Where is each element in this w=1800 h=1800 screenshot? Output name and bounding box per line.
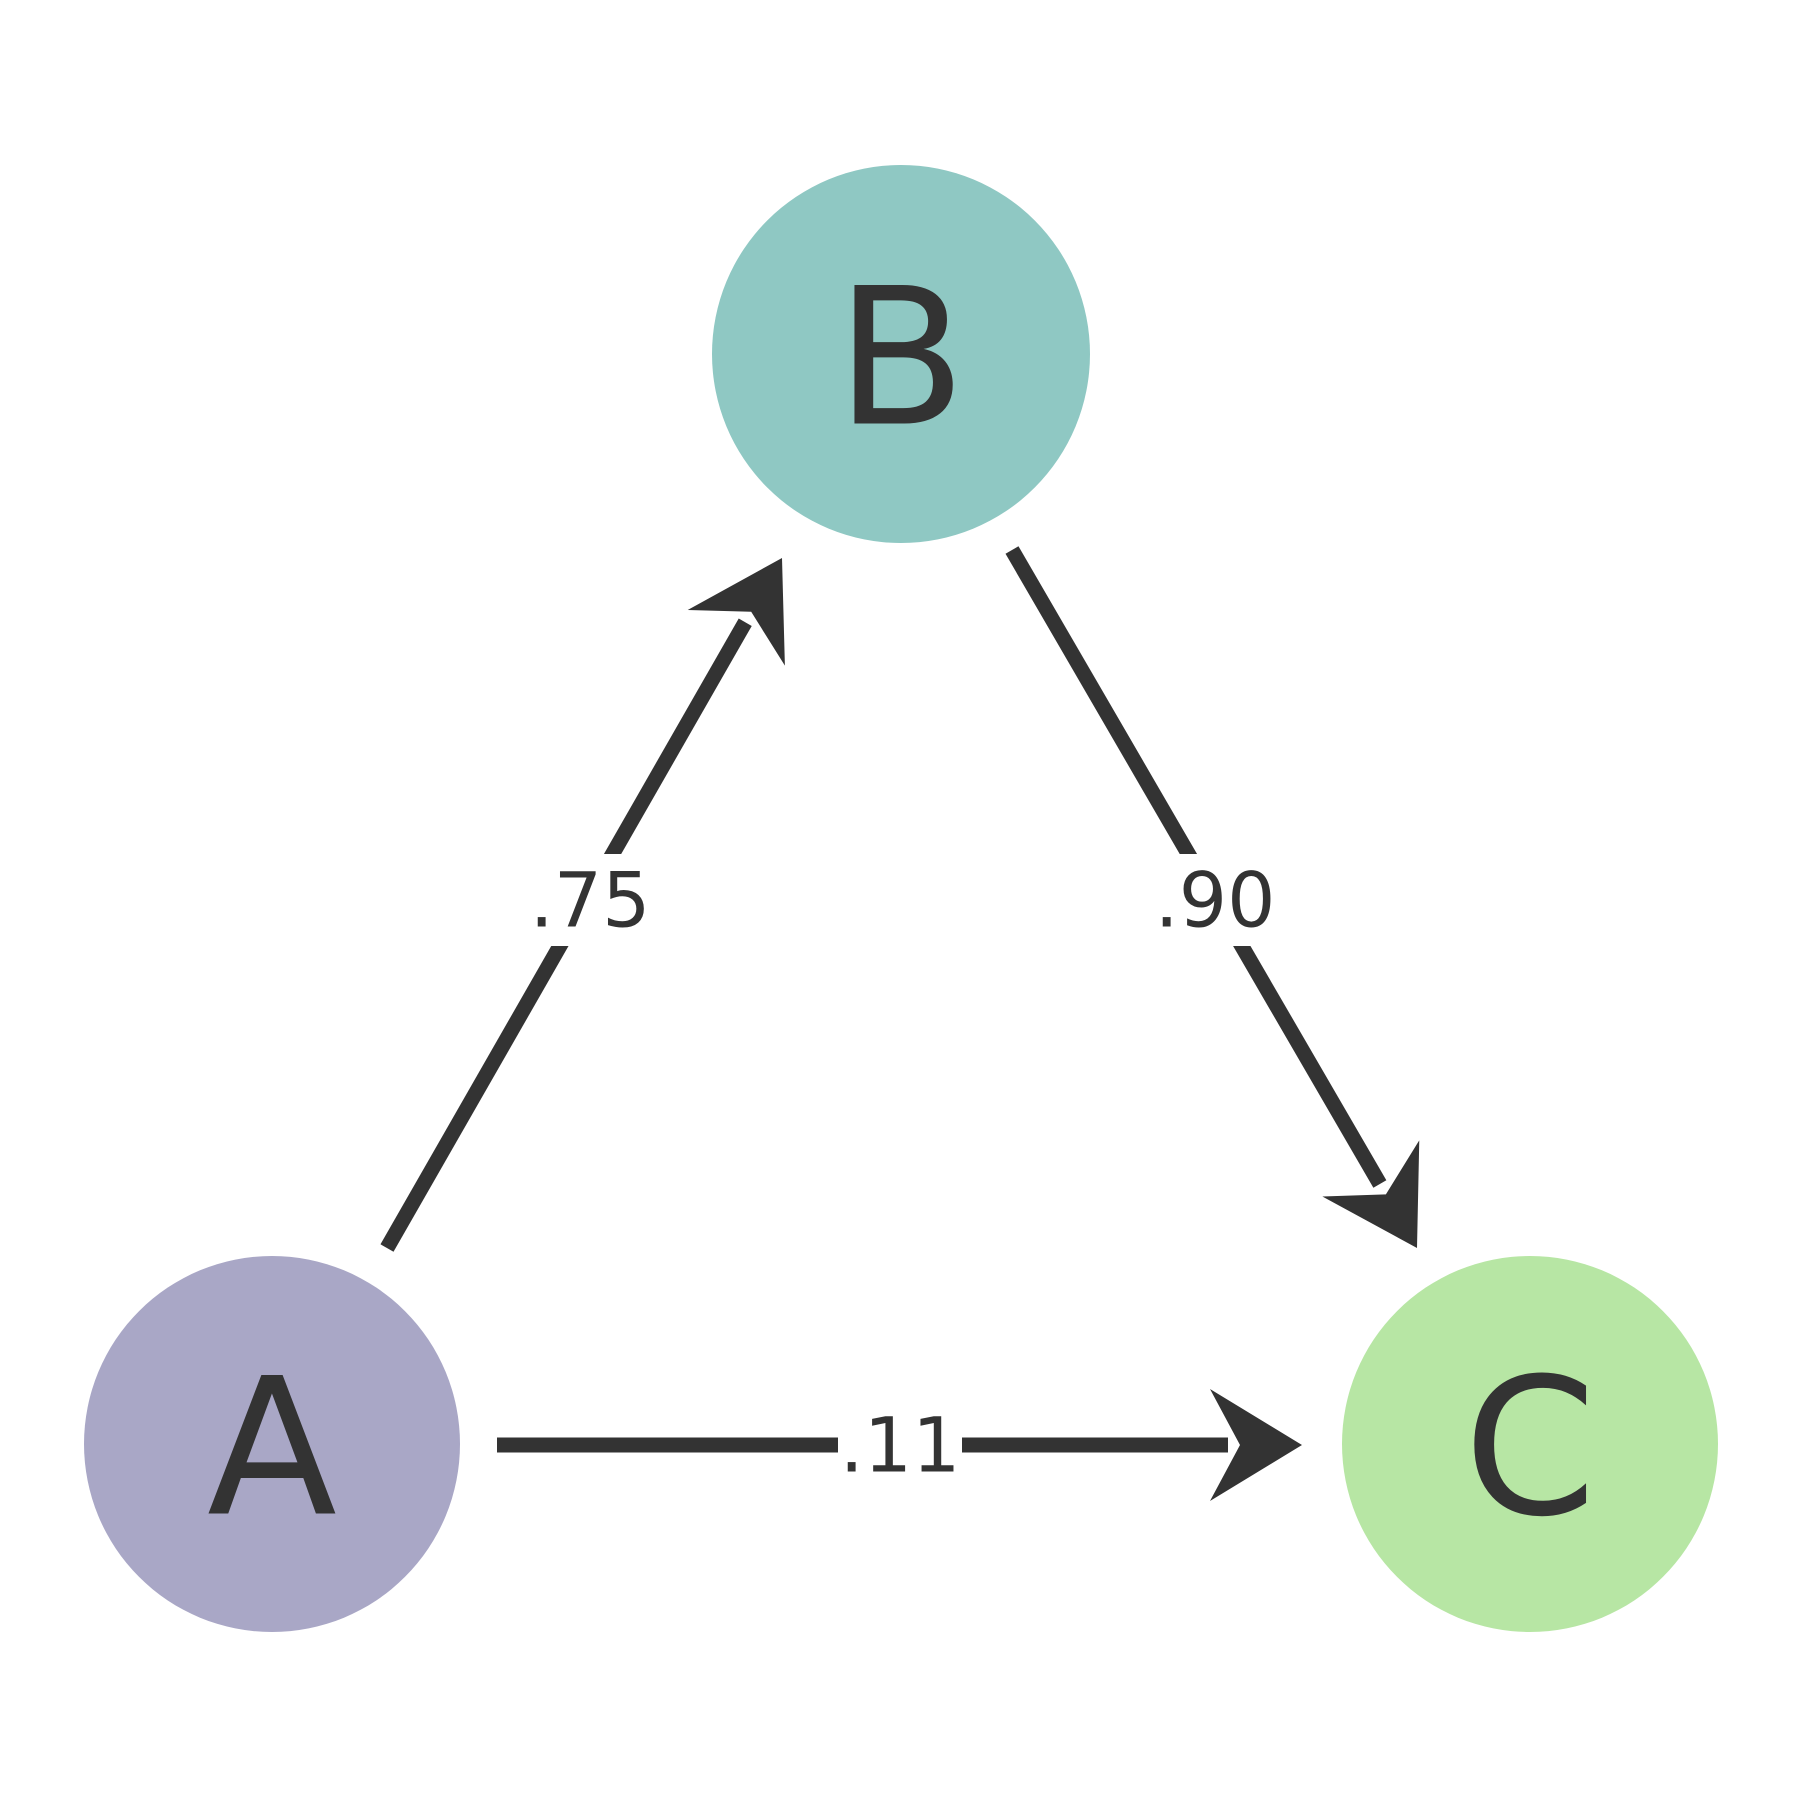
node-a[interactable]: A (84, 1256, 460, 1632)
node-c-label: C (1464, 1338, 1597, 1559)
edge-a-to-b-arrowhead (687, 558, 785, 666)
node-a-circle[interactable] (84, 1256, 460, 1632)
edge-b-to-c-arrowhead (1322, 1140, 1420, 1248)
edge-weight-a-to-c-text: .11 (840, 1401, 961, 1490)
edge-weight-b-to-c: .90 (1153, 854, 1277, 946)
node-c[interactable]: C (1342, 1256, 1718, 1632)
edge-weight-a-to-b-text: .75 (530, 856, 651, 945)
node-b-label: B (836, 248, 966, 469)
edge-a-to-c-arrowhead (1210, 1389, 1302, 1501)
edge-weight-b-to-c-halo (1153, 854, 1277, 946)
node-b-circle[interactable] (712, 165, 1090, 543)
edge-weight-a-to-b: .75 (528, 854, 652, 946)
node-c-circle[interactable] (1342, 1256, 1718, 1632)
node-b[interactable]: B (712, 165, 1090, 543)
edge-weight-a-to-c: .11 (838, 1399, 962, 1491)
edge-weight-b-to-c-text: .90 (1155, 856, 1276, 945)
edge-weight-a-to-c-halo (838, 1399, 962, 1491)
node-a-label: A (207, 1338, 337, 1559)
edge-weight-a-to-b-halo (528, 854, 652, 946)
